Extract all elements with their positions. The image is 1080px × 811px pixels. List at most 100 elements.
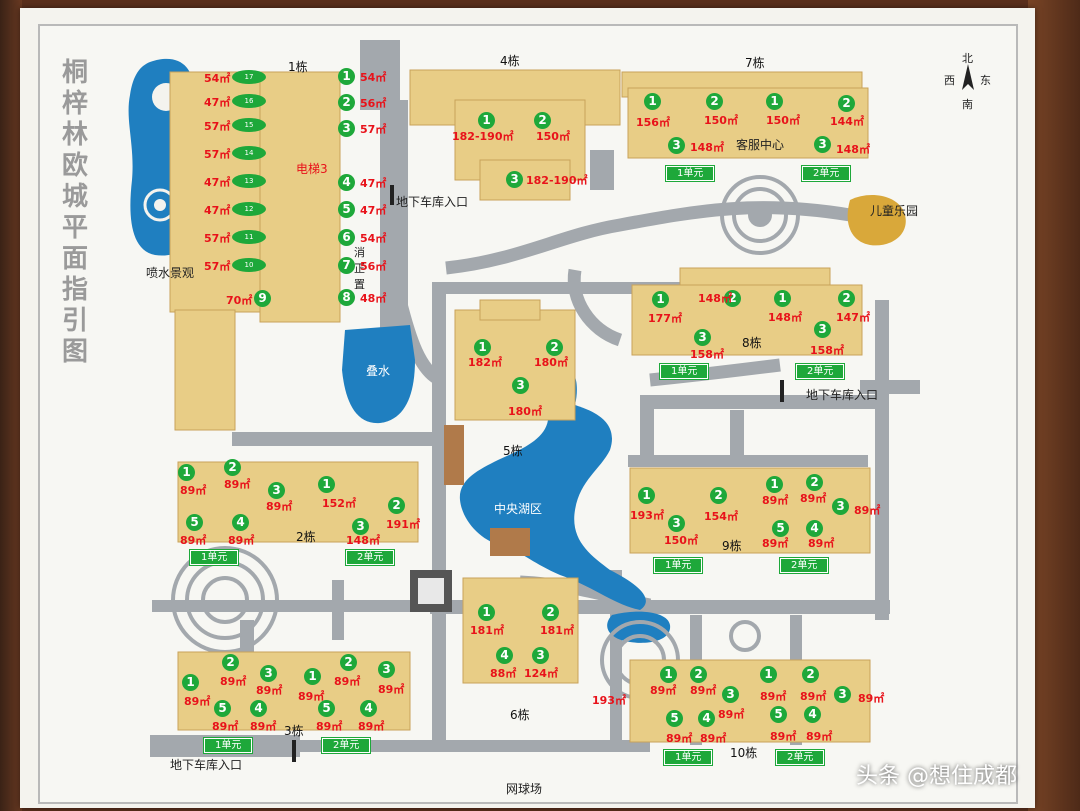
unit-number-marker: 2 <box>838 95 855 112</box>
area-label: 89㎡ <box>762 537 789 550</box>
playground-area <box>847 195 906 246</box>
compass-north: 北 <box>962 52 973 65</box>
road <box>440 282 690 294</box>
area-label: 144㎡ <box>830 115 864 128</box>
unit-tag: 1单元 <box>188 549 240 566</box>
area-label: 158㎡ <box>690 348 724 361</box>
lake-deck <box>444 425 464 485</box>
lake-label: 中央湖区 <box>494 502 543 516</box>
b4-footprint <box>479 159 571 201</box>
unit-number-marker: 4 <box>804 706 821 723</box>
unit-tag: 1单元 <box>664 165 716 182</box>
plaza-ring <box>729 620 761 652</box>
central-lake <box>459 367 646 610</box>
floor-badge: 17 <box>232 70 266 84</box>
unit-number-marker: 1 <box>774 290 791 307</box>
area-label: 180㎡ <box>534 356 568 369</box>
unit-number-marker: 3 <box>722 686 739 703</box>
area-label: 89㎡ <box>650 684 677 697</box>
unit-tag: 2单元 <box>344 549 396 566</box>
area-label: 89㎡ <box>760 690 787 703</box>
title-char: 欧 <box>61 151 88 181</box>
area-label: 54㎡ <box>360 71 387 84</box>
road <box>875 300 889 620</box>
unit-number-marker: 2 <box>224 459 241 476</box>
compass-south: 南 <box>962 98 973 111</box>
unit-number-marker: 2 <box>388 497 405 514</box>
b9-footprint <box>629 467 871 554</box>
road <box>650 395 880 409</box>
b5-footprint <box>454 309 576 421</box>
area-label: 89㎡ <box>854 504 881 517</box>
unit-number-marker: 6 <box>338 229 355 246</box>
unit-number-marker: 2 <box>838 290 855 307</box>
area-label: 47㎡ <box>360 177 387 190</box>
pond-label: 叠水 <box>366 364 391 378</box>
garage-entrance-label: 地下车库入口 <box>170 758 243 772</box>
fountain-center <box>154 199 166 211</box>
area-label: 89㎡ <box>378 683 405 696</box>
unit-number-marker: 3 <box>814 136 831 153</box>
area-label: 57㎡ <box>204 260 231 273</box>
unit-number-marker: 7 <box>338 257 355 274</box>
road <box>730 410 744 460</box>
area-label: 56㎡ <box>360 97 387 110</box>
unit-tag: 1单元 <box>662 749 714 766</box>
area-label: 89㎡ <box>858 692 885 705</box>
area-label: 89㎡ <box>212 720 239 733</box>
unit-number-marker: 2 <box>546 339 563 356</box>
b3-footprint <box>177 651 411 731</box>
area-label: 89㎡ <box>690 684 717 697</box>
area-label: 54㎡ <box>204 72 231 85</box>
lake-deck <box>490 528 530 556</box>
area-label: 193㎡ <box>592 694 626 707</box>
unit-number-marker: 3 <box>268 482 285 499</box>
road <box>628 455 868 467</box>
lake-tail <box>607 611 671 643</box>
unit-number-marker: 1 <box>760 666 777 683</box>
area-label: 150㎡ <box>664 534 698 547</box>
stair-label: 消 <box>354 246 365 259</box>
unit-number-marker: 4 <box>250 700 267 717</box>
unit-number-marker: 3 <box>512 377 529 394</box>
unit-number-marker: 1 <box>178 464 195 481</box>
area-label: 182-190㎡ <box>526 174 588 187</box>
unit-number-marker: 4 <box>496 647 513 664</box>
map-title: 桐 梓 林 欧 城 平 面 指 引 图 <box>52 58 98 368</box>
building-footprints <box>169 69 871 743</box>
area-label: 89㎡ <box>800 492 827 505</box>
area-label: 181㎡ <box>470 624 504 637</box>
area-label: 180㎡ <box>508 405 542 418</box>
unit-tag: 2单元 <box>320 737 372 754</box>
area-label: 89㎡ <box>266 500 293 513</box>
road <box>445 201 852 275</box>
unit-number-marker: 3 <box>668 137 685 154</box>
area-label: 89㎡ <box>334 675 361 688</box>
unit-number-marker: 3 <box>378 661 395 678</box>
road <box>432 282 446 752</box>
unit-number-marker: 4 <box>232 514 249 531</box>
area-label: 57㎡ <box>360 123 387 136</box>
unit-number-marker: 1 <box>652 291 669 308</box>
plaza-ring <box>720 175 800 255</box>
stair-label: 正 <box>354 262 365 275</box>
road <box>567 268 623 347</box>
area-label: 158㎡ <box>810 344 844 357</box>
unit-number-marker: 1 <box>478 604 495 621</box>
fountain-label: 喷水景观 <box>146 266 195 280</box>
unit-number-marker: 9 <box>254 290 271 307</box>
road <box>232 432 452 446</box>
unit-tag: 2单元 <box>794 363 846 380</box>
unit-number-marker: 4 <box>338 174 355 191</box>
area-label: 148㎡ <box>768 311 802 324</box>
unit-number-marker: 1 <box>478 112 495 129</box>
title-char: 指 <box>61 275 88 305</box>
area-label: 148㎡ <box>346 534 380 547</box>
cascade-pond <box>342 325 415 424</box>
area-label: 47㎡ <box>204 176 231 189</box>
area-label: 177㎡ <box>648 312 682 325</box>
unit-number-marker: 5 <box>770 706 787 723</box>
garage-entrance-mark <box>292 740 296 762</box>
elevator-label: 电梯3 <box>296 162 328 176</box>
area-label: 89㎡ <box>224 478 251 491</box>
